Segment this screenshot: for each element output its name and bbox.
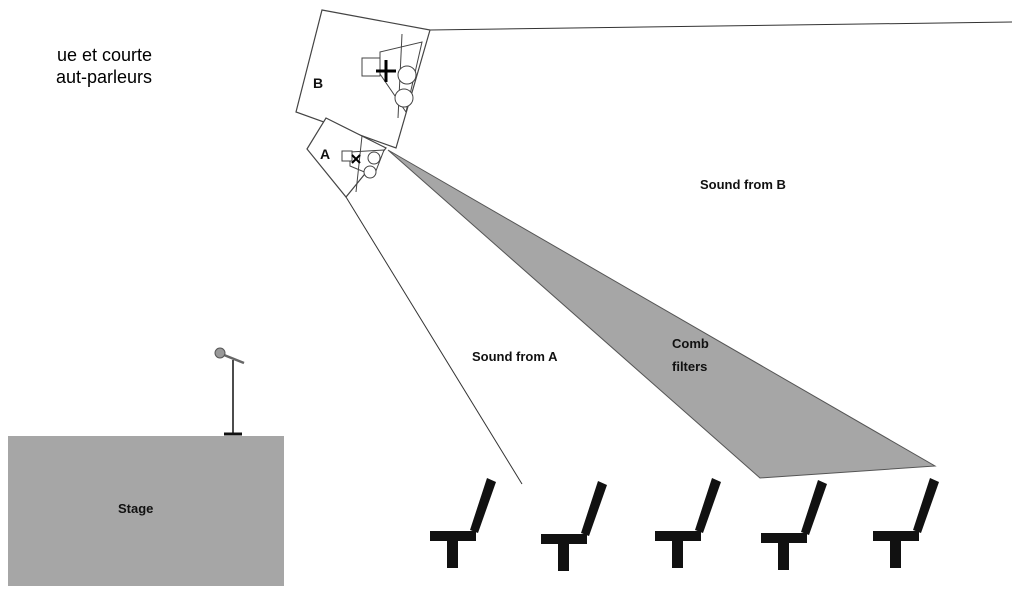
stage-label: Stage [118,501,153,516]
seat-3 [655,478,721,568]
comb-filters-label-line-2: filters [672,359,707,374]
speaker-b [295,9,431,149]
speaker-b-label: B [313,75,323,91]
seat-2 [541,481,607,571]
sound-from-a-label: Sound from A [472,349,558,364]
speaker-a-coverage-line [345,196,523,485]
speaker-a [306,117,387,198]
seat-4 [761,480,827,570]
speaker-b-coverage-line [429,21,1013,31]
caption-line-1: ue et courte [56,45,152,65]
speaker-a-center-cross-icon [351,154,361,164]
comb-filters-label-line-1: Comb [672,336,709,351]
stage [8,436,284,586]
seat-5 [873,478,939,568]
microphone-stand [214,347,245,436]
caption-line-2: aut-parleurs [55,67,152,87]
sound-from-b-label: Sound from B [700,177,786,192]
microphone-icon [214,347,226,359]
seat-1 [430,478,496,568]
comb-filter-zone [387,149,937,479]
speaker-a-label: A [320,146,330,162]
speaker-b-center-cross-icon [376,60,396,82]
